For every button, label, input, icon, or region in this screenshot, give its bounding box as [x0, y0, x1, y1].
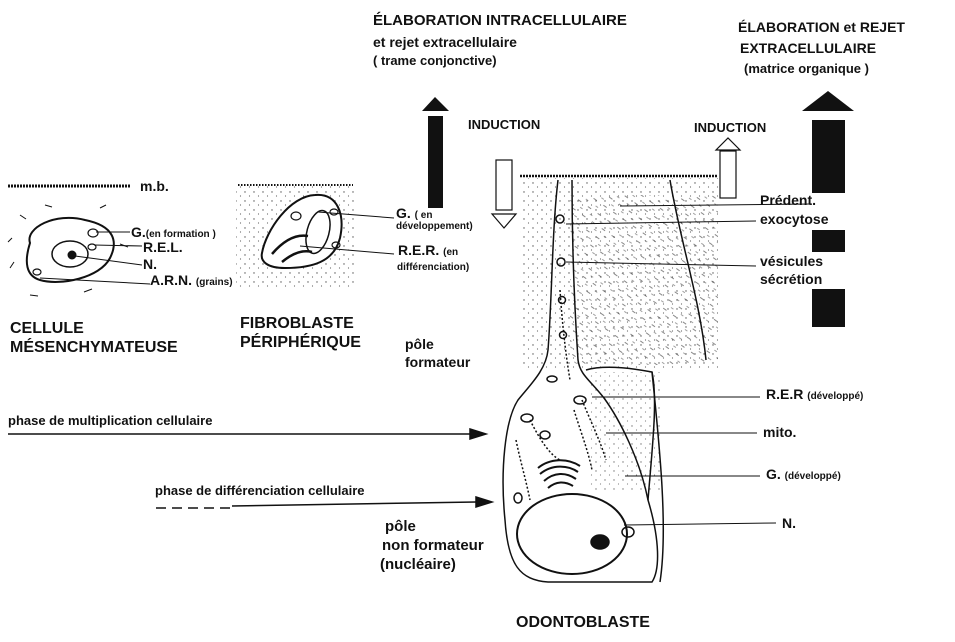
- rer-developed-label: R.E.R (développé): [766, 386, 864, 402]
- pole-non-formateur-1: pôle: [385, 518, 416, 535]
- pole-non-formateur-3: (nucléaire): [380, 556, 456, 573]
- pole-non-formateur-2: non formateur: [382, 537, 484, 554]
- top-right-line1: ÉLABORATION et REJET: [738, 19, 905, 35]
- differenciation-arrow: [156, 495, 495, 509]
- fibroblast-title-1: FIBROBLASTE: [240, 315, 354, 332]
- induction-label-left: INDUCTION: [468, 117, 541, 132]
- exocytose-label: exocytose: [760, 211, 829, 227]
- induction-arrow-down: [490, 159, 518, 229]
- odontoblast-leader-lines: [565, 203, 813, 526]
- nucleus-label: N.: [782, 515, 796, 531]
- elaboration-arrow-right: [802, 91, 854, 327]
- induction-arrow-up: [714, 137, 742, 199]
- mesenchyme-leader-lines: [39, 231, 151, 285]
- odontoblast-cell: [502, 179, 707, 583]
- multiplication-arrow: [8, 427, 489, 441]
- fibroblast-g-label: G. ( en: [396, 205, 433, 221]
- mb-label: m.b.: [140, 178, 169, 194]
- phase-multiplication-label: phase de multiplication cellulaire: [8, 413, 213, 428]
- fibroblast-cell: [236, 184, 356, 290]
- phase-differenciation-label: phase de différenciation cellulaire: [155, 483, 365, 498]
- pole-formateur-2: formateur: [405, 354, 471, 370]
- mito-label: mito.: [763, 424, 797, 440]
- vesicules-label: vésicules: [760, 253, 824, 269]
- top-right-line2: EXTRACELLULAIRE: [740, 40, 877, 56]
- mesenchyme-title-1: CELLULE: [10, 320, 84, 337]
- mesenchyme-title-2: MÉSENCHYMATEUSE: [10, 339, 178, 356]
- top-left-line2: et rejet extracellulaire: [373, 34, 517, 50]
- fibroblast-g-note: développement): [396, 221, 473, 232]
- mesenchymal-cell: [7, 184, 130, 297]
- mesenchyme-arn-label: A.R.N. (grains): [150, 272, 233, 288]
- fibroblast-rer-label: R.E.R. (en: [398, 242, 459, 258]
- mesenchyme-rel-label: R.E.L.: [143, 239, 183, 255]
- secretion-label: sécrétion: [760, 271, 823, 287]
- elaboration-arrow-left: [422, 97, 449, 208]
- top-left-title: ÉLABORATION INTRACELLULAIRE: [373, 12, 627, 29]
- odontoblast-title: ODONTOBLASTE: [516, 614, 650, 631]
- fibroblast-rer-note: différenciation): [397, 262, 470, 273]
- pole-formateur-1: pôle: [405, 336, 434, 352]
- golgi-developed-label: G. (développé): [766, 466, 841, 482]
- mesenchyme-g-label: G.(en formation ): [131, 224, 216, 240]
- fibroblast-leader-lines: [299, 211, 395, 255]
- induction-label-right: INDUCTION: [694, 120, 767, 135]
- predent-label: Prédent.: [760, 192, 817, 208]
- top-right-line3: (matrice organique ): [744, 61, 869, 76]
- mesenchyme-n-label: N.: [143, 256, 157, 272]
- top-left-line3: ( trame conjonctive): [373, 53, 497, 68]
- fibroblast-title-2: PÉRIPHÉRIQUE: [240, 334, 361, 351]
